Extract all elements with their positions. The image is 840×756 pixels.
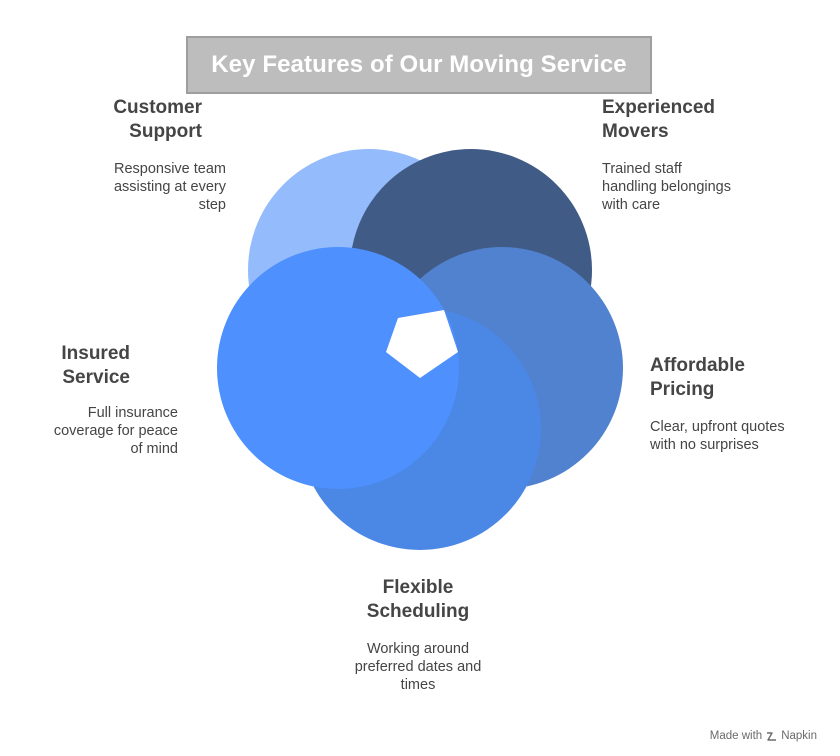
insured-service-heading: Insured Service xyxy=(61,343,130,388)
customer-support-heading: Customer Support xyxy=(113,97,202,142)
experienced-movers-description: Trained staff handling belongings with c… xyxy=(602,161,731,213)
title-box: Key Features of Our Moving Service xyxy=(186,36,652,94)
insured-service-description-wrap: Full insurance coverage for peace of min… xyxy=(20,404,178,458)
label-experienced-movers: Experienced Movers Trained staff handlin… xyxy=(602,96,802,214)
label-affordable-pricing: Affordable Pricing Clear, upfront quotes… xyxy=(650,354,830,454)
flexible-scheduling-description: Working around preferred dates and times xyxy=(354,641,482,693)
label-customer-support: Customer Support Responsive team assisti… xyxy=(60,96,226,214)
affordable-pricing-description: Clear, upfront quotes with no surprises xyxy=(650,419,785,453)
insured-service-description: Full insurance coverage for peace of min… xyxy=(53,405,178,457)
center-hole xyxy=(386,310,458,378)
affordable-pricing-heading: Affordable Pricing xyxy=(650,355,745,400)
experienced-movers-heading: Experienced Movers xyxy=(602,97,715,142)
insured-service-segment xyxy=(217,247,459,489)
page-title: Key Features of Our Moving Service xyxy=(211,51,627,78)
label-flexible-scheduling: Flexible Scheduling Working around prefe… xyxy=(318,576,518,694)
flexible-scheduling-heading: Flexible Scheduling xyxy=(366,577,470,622)
made-with-text: Made with xyxy=(709,730,763,742)
napkin-logo-icon xyxy=(767,731,777,741)
napkin-brand-text: Napkin xyxy=(781,730,817,742)
made-with-napkin-footer: Made with Napkin xyxy=(710,730,817,742)
customer-support-description: Responsive team assisting at every step xyxy=(113,161,226,213)
label-insured-service: Insured Service xyxy=(20,342,130,390)
